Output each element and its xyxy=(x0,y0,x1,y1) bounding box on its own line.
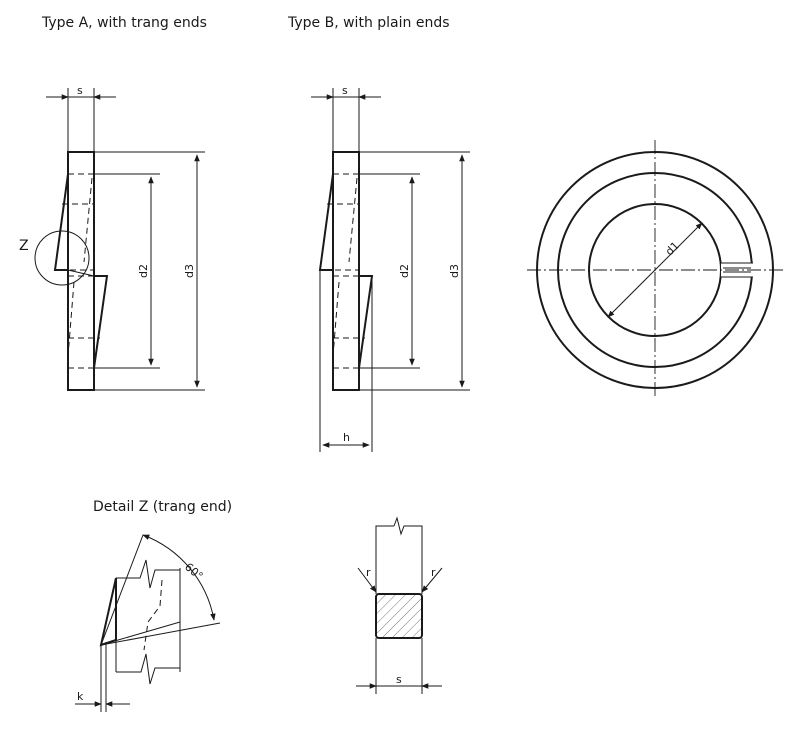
section-radius-right: r xyxy=(431,566,436,579)
type-b-dim-h: h xyxy=(343,431,350,444)
d1-dimension-line xyxy=(607,222,703,318)
type-a-view: Z s d2 d3 xyxy=(19,84,205,391)
washer-front-view: d1 xyxy=(527,140,783,398)
section-radius-left: r xyxy=(366,566,371,579)
section-break xyxy=(393,516,423,594)
section-dim-s: s xyxy=(396,673,402,686)
detail-z-title: Detail Z (trang end) xyxy=(93,499,232,515)
detail-z-dim-k: k xyxy=(77,690,84,703)
section-hatched xyxy=(375,593,423,639)
type-a-dim-d2: d2 xyxy=(137,264,150,278)
type-a-upper-trang xyxy=(53,173,69,271)
type-b-lower-end xyxy=(358,275,374,369)
type-b-title: Type B, with plain ends xyxy=(287,15,450,31)
angle-arc xyxy=(142,534,216,621)
cross-section-view: r r s xyxy=(356,516,443,694)
detail-z-view: 60° k xyxy=(75,534,221,712)
type-a-lower-trang xyxy=(93,275,109,369)
type-b-upper-end xyxy=(318,173,334,271)
detail-z-bottom-break xyxy=(116,653,180,685)
type-b-body xyxy=(332,151,360,391)
front-dim-d1: d1 xyxy=(663,239,682,258)
type-a-title: Type A, with trang ends xyxy=(41,15,207,31)
detail-z-top-break xyxy=(116,559,180,589)
type-b-dim-d2: d2 xyxy=(398,264,411,278)
section-upper-left xyxy=(375,525,394,594)
type-a-dim-s: s xyxy=(77,84,83,97)
type-b-dim-d3: d3 xyxy=(448,264,461,278)
type-a-dim-d3: d3 xyxy=(183,264,196,278)
detail-z-label: Z xyxy=(19,238,29,254)
type-b-dim-s: s xyxy=(342,84,348,97)
type-b-view: s d2 d3 h xyxy=(311,84,470,452)
detail-z-marker xyxy=(34,230,90,286)
